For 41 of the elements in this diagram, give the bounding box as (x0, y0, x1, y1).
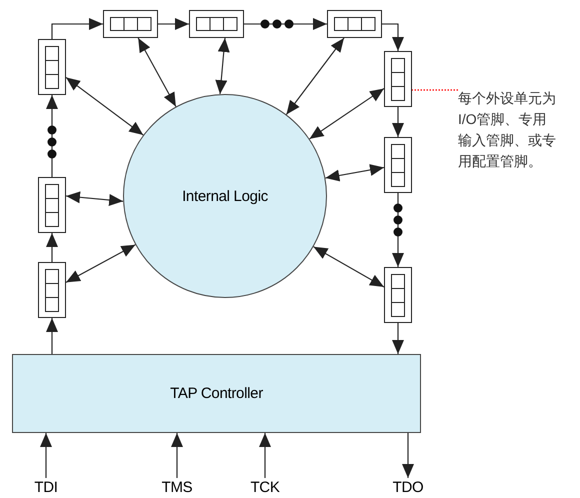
scan-cell (189, 10, 244, 38)
scan-cell (384, 267, 412, 323)
note-text: 每个外设单元为I/O管脚、专用输入管脚、或专用配置管脚。 (458, 88, 558, 172)
double-arrow (66, 191, 124, 206)
pin-label: TDI (28, 478, 64, 497)
pin-label: TMS (159, 478, 195, 497)
arrow (259, 433, 271, 478)
double-arrow (66, 76, 144, 136)
arrow (46, 318, 58, 354)
arrow (392, 323, 404, 354)
double-arrow (215, 38, 230, 94)
arrow (171, 433, 183, 478)
arrow (46, 233, 58, 262)
arrow (244, 18, 327, 30)
scan-cell (327, 10, 382, 38)
scan-cell (103, 10, 158, 38)
double-arrow (66, 244, 136, 283)
double-arrow (138, 38, 176, 107)
double-arrow (286, 38, 344, 115)
double-arrow (325, 164, 384, 182)
pin-label: TCK (247, 478, 283, 497)
arrow (392, 107, 404, 137)
scan-cell (384, 137, 412, 193)
arrow (40, 433, 52, 478)
double-arrow (313, 246, 384, 288)
node-label: TAP Controller (170, 385, 263, 402)
node-label: Internal Logic (182, 188, 268, 204)
scan-cell (38, 177, 66, 233)
leader-line (412, 89, 458, 91)
arrow (402, 433, 414, 478)
scan-cell (384, 51, 412, 107)
controller-box (12, 354, 421, 433)
arrow (382, 23, 404, 51)
arrow (51, 18, 103, 39)
arrow (158, 18, 189, 30)
scan-cell (38, 262, 66, 318)
pin-label: TDO (390, 478, 426, 497)
arrow (46, 95, 58, 177)
double-arrow (309, 88, 384, 140)
scan-cell (38, 39, 66, 95)
arrow (392, 193, 404, 267)
